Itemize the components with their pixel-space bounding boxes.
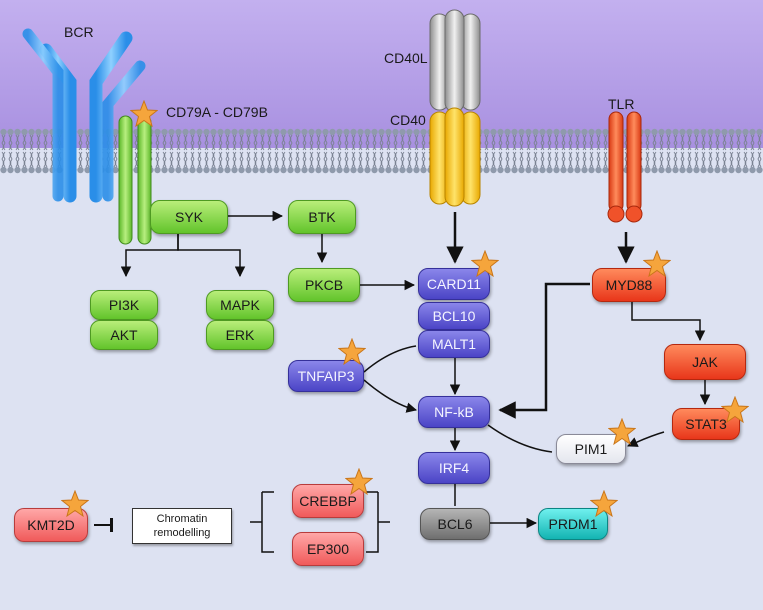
node-irf4: IRF4 (418, 452, 490, 484)
node-btk: BTK (288, 200, 356, 234)
lipid-bilayer (0, 128, 763, 174)
star-icon (721, 396, 749, 424)
cd79-label: CD79A - CD79B (166, 104, 268, 120)
node-kmt2d: KMT2D (14, 508, 88, 542)
star-icon (471, 250, 499, 278)
node-erk: ERK (206, 320, 274, 350)
bcr-receptor-icon (22, 28, 146, 203)
cd40l-ligand-icon (429, 9, 481, 113)
node-bcl6: BCL6 (420, 508, 490, 540)
cd40l-label: CD40L (384, 50, 428, 66)
star-icon (130, 100, 158, 128)
node-malt1: MALT1 (418, 330, 490, 358)
node-stat3: STAT3 (672, 408, 740, 440)
node-akt: AKT (90, 320, 158, 350)
star-icon (345, 468, 373, 496)
inhibition-bar (110, 518, 113, 532)
star-icon (338, 338, 366, 366)
extracellular-region (0, 0, 763, 148)
node-tnfaip3: TNFAIP3 (288, 360, 364, 392)
pathway-connectors (94, 210, 711, 553)
node-chromatin-remodelling: Chromatin remodelling (132, 508, 232, 544)
star-icon (643, 250, 671, 278)
node-pi3k: PI3K (90, 290, 158, 320)
node-jak: JAK (664, 344, 746, 380)
tlr-label: TLR (608, 96, 635, 112)
node-syk: SYK (150, 200, 228, 234)
node-card11: CARD11 (418, 268, 490, 300)
node-nfkb: NF-kB (418, 396, 490, 428)
star-icon (590, 490, 618, 518)
cd40-label: CD40 (390, 112, 426, 128)
chromatin-line1: Chromatin (156, 513, 208, 525)
star-icon (608, 418, 636, 446)
cytoplasm (0, 174, 763, 610)
cd79-receptor-icon (118, 115, 152, 245)
node-pim1: PIM1 (556, 434, 626, 464)
node-pkcb: PKCB (288, 268, 360, 302)
chromatin-line2: remodelling (153, 527, 211, 539)
bcr-label: BCR (64, 24, 94, 40)
node-ep300: EP300 (292, 532, 364, 566)
cd40-receptor-icon (429, 107, 481, 207)
node-myd88: MYD88 (592, 268, 666, 302)
node-bcl10: BCL10 (418, 302, 490, 330)
node-mapk: MAPK (206, 290, 274, 320)
star-icon (61, 490, 89, 518)
tlr-receptor-icon (607, 111, 643, 223)
